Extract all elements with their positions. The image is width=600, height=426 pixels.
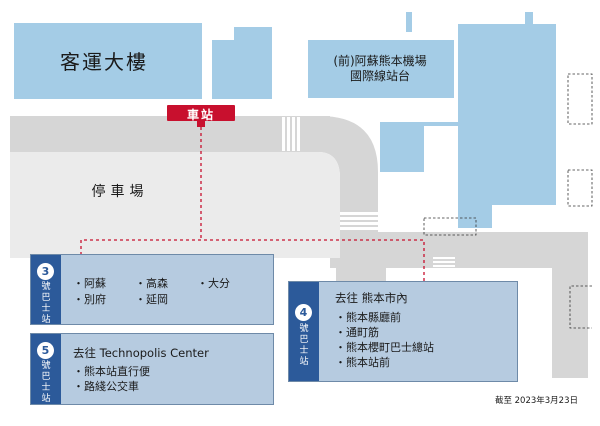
bus-stop-4-panel: 4 號 巴 士 站 去往 熊本市內 ・熊本縣廳前 ・通町筋 ・熊本櫻町巴士總站 … [288, 281, 518, 382]
bus-stop-3-label-char-1: 號 [41, 282, 51, 292]
international-terminal [308, 40, 454, 98]
bus-stop-4-number: 4 [295, 304, 312, 321]
bus-stop-5-heading: 去往 Technopolis Center [73, 346, 209, 360]
bus-stop-5-destination-direct: ・熊本站直行便 [73, 365, 150, 378]
bus-stop-3-label-char-2: 巴 [41, 293, 51, 303]
station-sign-board [167, 105, 235, 121]
bus-stop-3-panel: 3 號 巴 士 站 ・阿蘇 ・高森 ・大分 ・別府 ・延岡 [30, 254, 274, 325]
terminal-annex-b [234, 27, 272, 99]
bus-stop-3-destination-oita: ・大分 [197, 277, 230, 290]
bus-stop-5-label-char-3: 士 [41, 383, 51, 393]
terminal-annex-a [212, 40, 236, 99]
international-terminal-label-line1: (前)阿蘇熊本機場 [333, 54, 427, 68]
bus-stop-3-destination-aso: ・阿蘇 [73, 277, 106, 290]
crosswalk-middle [340, 212, 378, 230]
road-curve [300, 116, 378, 232]
bus-stop-5-tab: 5 號 巴 士 站 [31, 334, 61, 404]
bus-stop-3-label-char-3: 士 [41, 304, 51, 314]
bus-stop-5-destination-route: ・路綫公交車 [73, 380, 139, 393]
bus-stop-5-label-char-2: 巴 [41, 372, 51, 382]
cargo-post-b [525, 12, 533, 26]
walking-route [80, 127, 425, 290]
bus-stop-5-label-char-1: 號 [41, 361, 51, 371]
as-of-date: 截至 2023年3月23日 [494, 396, 578, 406]
bus-stop-4-destination-station: ・熊本站前 [335, 356, 390, 369]
bus-stop-4-heading: 去往 熊本市內 [335, 291, 408, 305]
bus-stop-4-destination-sakuramachi: ・熊本櫻町巴士總站 [335, 341, 434, 354]
station-sign-label: 車站 [186, 108, 215, 122]
crosswalk-top [282, 117, 300, 151]
station-sign-pole [197, 121, 205, 127]
bus-stop-4-tab: 4 號 巴 士 站 [289, 282, 319, 381]
bus-stop-5-panel: 5 號 巴 士 站 去往 Technopolis Center ・熊本站直行便 … [30, 333, 274, 405]
international-terminal-label: (前)阿蘇熊本機場 國際線站台 [310, 54, 450, 84]
terminal-building [14, 23, 202, 99]
bus-stop-4-label: 號 巴 士 站 [289, 324, 319, 368]
bus-stop-4-label-char-2: 巴 [299, 335, 309, 345]
dashed-structures [423, 73, 593, 329]
crosswalk-lower [433, 257, 455, 275]
cargo-building [380, 24, 556, 228]
bus-stop-5-label-char-4: 站 [41, 394, 51, 404]
bus-stop-4-label-char-4: 站 [299, 357, 309, 367]
international-terminal-label-line2: 國際線站台 [349, 69, 410, 83]
bus-stop-5-info: 去往 Technopolis Center ・熊本站直行便 ・路綫公交車 [73, 346, 209, 394]
road-lower [330, 232, 588, 268]
parking-lot-label: 停車場 [91, 184, 149, 200]
bus-stop-3-label-char-4: 站 [41, 315, 51, 325]
bus-stop-4-label-char-3: 士 [299, 346, 309, 356]
bus-stop-3-destination-takamori: ・高森 [135, 277, 168, 290]
cargo-post-a [406, 12, 412, 32]
bus-stop-4-info: 去往 熊本市內 ・熊本縣廳前 ・通町筋 ・熊本櫻町巴士總站 ・熊本站前 [335, 291, 434, 370]
station-sign: 車站 [167, 105, 235, 127]
bus-stop-3-destination-nobeoka: ・延岡 [135, 293, 168, 306]
bus-stop-3-tab: 3 號 巴 士 站 [31, 255, 61, 326]
bus-stop-3-label: 號 巴 士 站 [31, 282, 61, 326]
bus-stop-3-destination-beppu: ・別府 [73, 293, 106, 306]
bus-stop-3-number: 3 [37, 263, 54, 280]
bus-stop-4-destination-prefectural-office: ・熊本縣廳前 [335, 311, 401, 324]
bus-stop-5-label: 號 巴 士 站 [31, 361, 61, 405]
terminal-building-label: 客運大樓 [60, 50, 148, 74]
parking-lot [10, 152, 340, 258]
bus-stop-4-destination-torichosuji: ・通町筋 [335, 326, 379, 339]
bus-stop-4-label-char-1: 號 [299, 324, 309, 334]
bus-stop-5-number: 5 [37, 342, 54, 359]
road-horizontal [10, 116, 330, 152]
